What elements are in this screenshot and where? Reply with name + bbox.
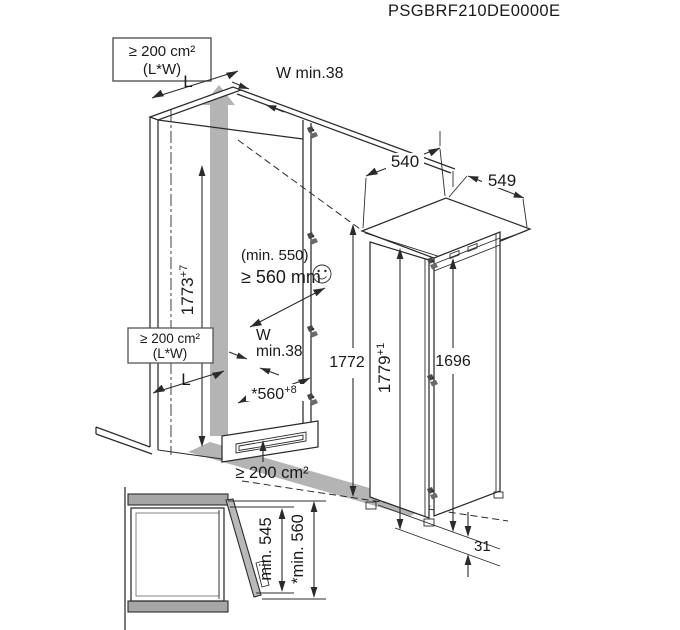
hinge-icon [307, 393, 318, 406]
svg-text:min.38: min.38 [256, 343, 303, 360]
svg-text:1779+1: 1779+1 [375, 343, 394, 393]
appliance-depth-dim: 549 [448, 171, 528, 228]
top-projection-line [237, 139, 361, 230]
svg-text:540: 540 [391, 152, 419, 171]
niche-depth-label: (min. 550) ≥ 560 mm [241, 247, 332, 328]
niche-height-dim: 1773+7 [178, 165, 206, 447]
hinge-icon [307, 325, 318, 338]
svg-text:*560+8: *560+8 [251, 384, 296, 403]
svg-text:≥ 200 cm²: ≥ 200 cm² [235, 464, 309, 482]
svg-text:min. 545: min. 545 [257, 517, 275, 580]
top-vent-label: ≥ 200 cm² (L*W) [112, 37, 212, 82]
open-door [225, 498, 262, 598]
svg-text:≥ 200 cm²: ≥ 200 cm² [129, 43, 196, 60]
airflow-arrow-icon [203, 85, 235, 436]
floor-projection-line [241, 480, 509, 522]
svg-text:31: 31 [474, 538, 491, 555]
svg-text:(L*W): (L*W) [143, 61, 181, 78]
svg-text:≥ 560 mm: ≥ 560 mm [241, 267, 321, 287]
bottom-vent-label: ≥ 200 cm² [235, 440, 309, 482]
svg-text:W: W [256, 327, 271, 344]
plinth-height-dim: 31 [464, 512, 491, 577]
topview-min-depth-dim: min. 545 [257, 508, 286, 592]
svg-text:1772: 1772 [329, 354, 365, 371]
svg-text:W min.38: W min.38 [276, 65, 344, 82]
door-height-dim: 1696 [435, 258, 471, 532]
bottom-width-dim: *560+8 [237, 377, 311, 404]
hinge-icon [307, 126, 318, 139]
topview-recommended-depth-dim: *min. 560 [289, 501, 318, 598]
svg-text:(L*W): (L*W) [153, 346, 188, 361]
top-view-inset: min. 545 *min. 560 [124, 487, 326, 630]
model-number: PSGBRF210DE0000E [388, 2, 560, 20]
sidewall-width-dim-mid: W min.38 [228, 327, 303, 376]
inner-height-dim: 1772 [329, 224, 365, 497]
hinge-icon [307, 232, 318, 245]
svg-text:L: L [181, 370, 190, 389]
niche-length-dim-bottom: L [152, 370, 225, 394]
appliance-drawing [360, 197, 532, 567]
mid-vent-label: ≥ 200 cm² (L*W) [127, 327, 214, 364]
appliance-niche-height-dim: 1779+1 [375, 248, 404, 530]
door-handle [255, 560, 270, 588]
svg-text:L: L [183, 72, 192, 91]
appliance-width-dim: 540 [362, 131, 446, 229]
sidewall-width-dim-top: W min.38 [231, 65, 344, 113]
svg-text:1696: 1696 [435, 353, 471, 370]
svg-text:549: 549 [488, 171, 516, 190]
smiley-icon [312, 264, 332, 284]
svg-text:(min. 550): (min. 550) [241, 247, 309, 264]
svg-text:≥ 200 cm²: ≥ 200 cm² [140, 331, 200, 346]
svg-text:*min. 560: *min. 560 [289, 514, 307, 584]
svg-text:1773+7: 1773+7 [178, 265, 197, 315]
niche-length-dim-top: L [151, 70, 239, 99]
